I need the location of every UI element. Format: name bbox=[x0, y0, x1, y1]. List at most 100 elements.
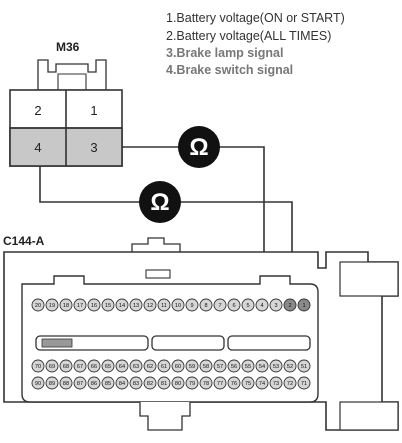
c144a-slot-row bbox=[35, 335, 311, 351]
c144a-side-guide-top bbox=[339, 261, 399, 297]
c144a-pin-label: 73 bbox=[273, 381, 279, 387]
c144a-pin-label: 64 bbox=[119, 364, 125, 370]
c144a-pin bbox=[255, 359, 269, 373]
c144a-pin-label: 20 bbox=[35, 303, 41, 309]
c144a-pin-label: 17 bbox=[77, 303, 83, 309]
c144a-pin-label: 52 bbox=[287, 364, 293, 370]
c144a-pin-label: 69 bbox=[49, 364, 55, 370]
c144a-pin-label: 15 bbox=[105, 303, 111, 309]
c144a-pin-label: 4 bbox=[260, 303, 263, 309]
m36-latch-inner bbox=[57, 73, 87, 90]
c144a-pin bbox=[45, 359, 59, 373]
c144a-pin-label: 56 bbox=[231, 364, 237, 370]
c144a-pin-label: 12 bbox=[147, 303, 153, 309]
connector-m36: M36 2 1 4 3 bbox=[9, 40, 123, 167]
legend-item-2: 2.Battery voltage(ALL TIMES) bbox=[166, 29, 331, 43]
c144a-pin bbox=[115, 298, 129, 312]
c144a-pin-label: 53 bbox=[273, 364, 279, 370]
c144a-pin bbox=[227, 359, 241, 373]
c144a-pin bbox=[171, 359, 185, 373]
c144a-bottom-notch bbox=[139, 402, 191, 431]
c144a-pin-label: 3 bbox=[274, 303, 277, 309]
c144a-pin bbox=[87, 298, 101, 312]
c144a-pin-label: 79 bbox=[189, 381, 195, 387]
c144a-pin bbox=[129, 298, 143, 312]
c144a-pin bbox=[59, 298, 73, 312]
c144a-pin bbox=[227, 376, 241, 390]
c144a-pin bbox=[101, 359, 115, 373]
c144a-pin bbox=[227, 298, 241, 312]
ohm-meter-circle bbox=[139, 181, 181, 223]
c144a-pin bbox=[157, 376, 171, 390]
c144a-pin-label: 13 bbox=[133, 303, 139, 309]
c144a-pin-label: 68 bbox=[63, 364, 69, 370]
c144a-pin-label: 80 bbox=[175, 381, 181, 387]
c144a-pin bbox=[87, 376, 101, 390]
m36-latch bbox=[37, 59, 107, 91]
c144a-pin-label: 90 bbox=[35, 381, 41, 387]
c144a-pin bbox=[45, 298, 59, 312]
c144a-pin-label: 74 bbox=[259, 381, 265, 387]
c144a-pin-label: 57 bbox=[217, 364, 223, 370]
c144a-pin bbox=[31, 359, 45, 373]
c144a-pin bbox=[213, 298, 227, 312]
c144a-pin bbox=[45, 376, 59, 390]
m36-pin-1: 1 bbox=[90, 103, 97, 118]
c144a-pin bbox=[73, 298, 87, 312]
c144a-pin-label: 51 bbox=[301, 364, 307, 370]
c144a-pin-label: 75 bbox=[245, 381, 251, 387]
c144a-pin-label: 84 bbox=[119, 381, 125, 387]
c144a-pin-label: 59 bbox=[189, 364, 195, 370]
m36-pin-4: 4 bbox=[34, 140, 41, 155]
c144a-pin-label: 14 bbox=[119, 303, 125, 309]
legend-item-1: 1.Battery voltage(ON or START) bbox=[166, 11, 345, 25]
c144a-pin-label: 11 bbox=[161, 303, 167, 309]
ohm-symbol: Ω bbox=[150, 189, 169, 216]
c144a-pin-label: 8 bbox=[204, 303, 207, 309]
c144a-pin bbox=[59, 359, 73, 373]
c144a-pin bbox=[297, 359, 311, 373]
ohm-symbol: Ω bbox=[189, 134, 208, 161]
c144a-pin-label: 16 bbox=[91, 303, 97, 309]
c144a-pin bbox=[129, 376, 143, 390]
c144a-pin-label: 78 bbox=[203, 381, 209, 387]
legend: 1.Battery voltage(ON or START) 2.Battery… bbox=[166, 11, 345, 77]
c144a-side-guide-bottom bbox=[339, 401, 399, 431]
c144a-pin bbox=[283, 376, 297, 390]
c144a-pin bbox=[157, 359, 171, 373]
c144a-pin-label: 19 bbox=[49, 303, 55, 309]
c144a-pin-label: 67 bbox=[77, 364, 83, 370]
c144a-pin bbox=[101, 376, 115, 390]
c144a-pin-label: 55 bbox=[245, 364, 251, 370]
c144a-pin bbox=[143, 376, 157, 390]
c144a-pin bbox=[171, 376, 185, 390]
c144a-pin-label: 63 bbox=[133, 364, 139, 370]
connector-m36-label: M36 bbox=[56, 40, 80, 54]
c144a-slot bbox=[151, 335, 225, 351]
c144a-pin-label: 71 bbox=[301, 381, 307, 387]
c144a-pin-label: 65 bbox=[105, 364, 111, 370]
c144a-pin-label: 85 bbox=[105, 381, 111, 387]
c144a-pin-label: 83 bbox=[133, 381, 139, 387]
c144a-pin bbox=[59, 376, 73, 390]
c144a-pin bbox=[255, 376, 269, 390]
c144a-pin bbox=[31, 376, 45, 390]
c144a-pin-label: 58 bbox=[203, 364, 209, 370]
c144a-pin bbox=[199, 376, 213, 390]
c144a-pin bbox=[269, 376, 283, 390]
c144a-pin bbox=[115, 359, 129, 373]
c144a-pin bbox=[283, 298, 297, 312]
m36-pin-3: 3 bbox=[90, 140, 97, 155]
c144a-pin-label: 88 bbox=[63, 381, 69, 387]
c144a-pin bbox=[255, 298, 269, 312]
c144a-pin bbox=[297, 298, 311, 312]
c144a-pin-label: 2 bbox=[288, 303, 291, 309]
c144a-pin bbox=[213, 376, 227, 390]
c144a-pin bbox=[185, 376, 199, 390]
ohmmeter-lower: Ω bbox=[139, 181, 181, 223]
c144a-pin-label: 62 bbox=[147, 364, 153, 370]
c144a-pin-label: 76 bbox=[231, 381, 237, 387]
ohmmeter-upper: Ω bbox=[178, 126, 220, 168]
